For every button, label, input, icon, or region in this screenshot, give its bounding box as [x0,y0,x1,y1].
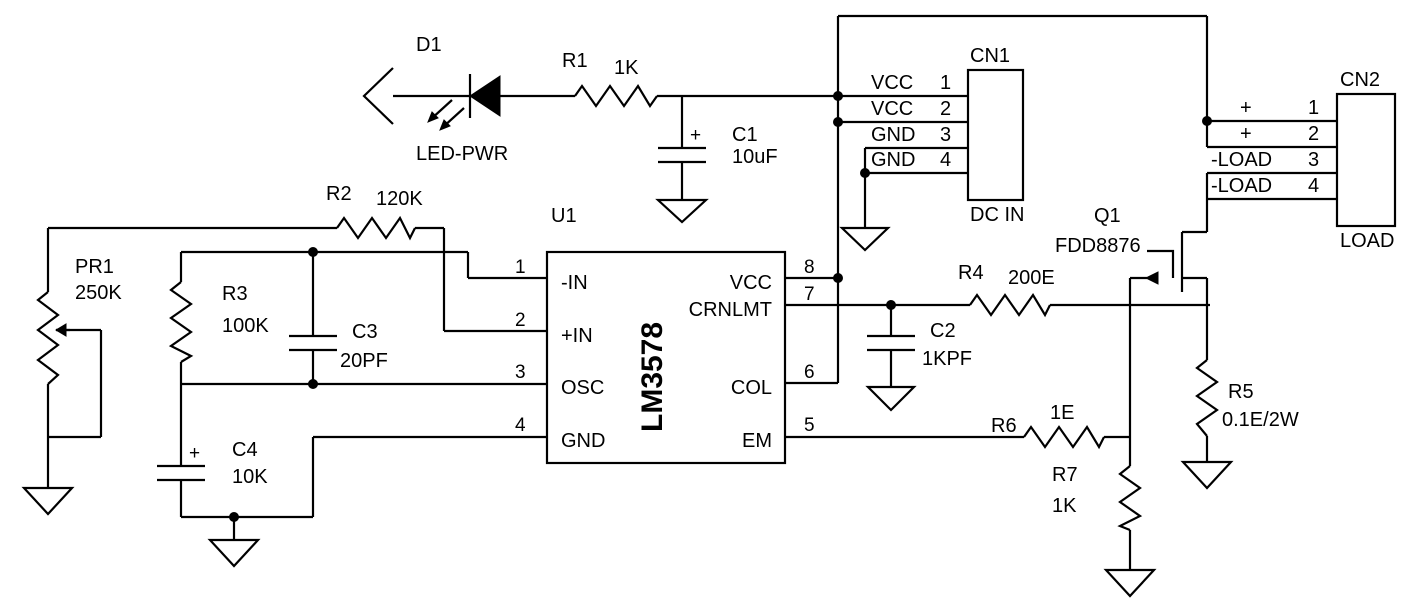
cn1-pin-num: 1 [940,72,951,94]
cn2-signal: -LOAD [1211,175,1272,197]
resistor-r4: R4 200E [958,262,1055,318]
u1-pin-name: +IN [561,325,593,347]
r7-value: 1K [1052,495,1077,517]
r5-ref: R5 [1228,381,1254,403]
r5-value: 0.1E/2W [1222,409,1299,431]
resistor-r6: R6 1E [991,402,1105,450]
u1-pin-name: OSC [561,377,604,399]
c2-value: 1KPF [922,348,972,370]
u1-pin-name: COL [731,377,772,399]
cn2-signal: + [1240,97,1252,119]
cn1-pin-num: 2 [940,98,951,120]
r4-ref: R4 [958,262,984,284]
c3-ref: C3 [352,321,378,343]
u1-pin-num: 1 [515,257,526,278]
u1-pin-name: CRNLMT [689,299,772,321]
ground-icon [839,226,891,252]
junction-dots [229,91,1212,522]
u1-pin-num: 4 [515,415,526,436]
u1-pin-num: 8 [804,257,815,278]
connector-cn1: CN1 DC IN VCC VCC GND GND 1 2 3 4 [871,45,1024,226]
u1-pin-num: 3 [515,362,526,383]
c1-ref: C1 [732,124,758,146]
potentiometer-pr1: PR1 250K [36,256,122,385]
capacitor-c2: C2 1KPF [867,320,972,370]
ground-icon [207,538,261,568]
resistor-r7: R7 1K [1052,464,1143,532]
r2-value: 120K [376,188,423,210]
d1-label: LED-PWR [416,143,508,165]
cn2-pin-num: 3 [1308,149,1319,171]
r1-ref: R1 [562,50,588,72]
u1-pin-name: EM [742,430,772,452]
u1-part: LM3578 [636,322,669,432]
cn2-pin-num: 1 [1308,97,1319,119]
cn1-pin-num: 3 [940,124,951,146]
c4-value: 10K [232,466,268,488]
q1-part: FDD8876 [1055,235,1141,257]
q1-ref: Q1 [1094,205,1121,227]
cn1-ref: CN1 [970,45,1010,67]
ground-icon [1103,568,1157,598]
resistor-r5: R5 0.1E/2W [1195,359,1299,437]
r2-ref: R2 [326,183,352,205]
capacitor-c1: + C1 10uF [658,124,778,168]
u1-pin-num: 5 [804,415,815,436]
led-d1: D1 LED-PWR [362,34,508,165]
r3-value: 100K [222,315,269,337]
capacitor-c3: C3 20PF [289,321,388,372]
d1-ref: D1 [416,34,442,56]
mosfet-q1: Q1 FDD8876 [1055,205,1207,292]
cn1-signal: VCC [871,72,913,94]
u1-pin-name: -IN [561,272,588,294]
c4-plus: + [189,443,200,464]
r6-value: 1E [1050,402,1074,424]
ic-u1: U1 LM3578 1 2 3 4 -IN +IN OSC GND 8 7 6 … [515,205,815,465]
ground-icon [1180,460,1234,490]
resistor-r2: R2 120K [326,183,423,241]
cn2-signal: -LOAD [1211,149,1272,171]
r6-ref: R6 [991,415,1017,437]
cn1-signal: GND [871,149,915,171]
pr1-ref: PR1 [75,256,114,278]
ground-icon [655,198,709,224]
resistor-r3: R3 100K [168,281,269,363]
r3-ref: R3 [222,283,248,305]
cn2-pin-num: 4 [1308,175,1319,197]
r7-ref: R7 [1052,464,1078,486]
wires [46,14,1337,570]
cn1-signal: VCC [871,98,913,120]
cn2-signal: + [1240,123,1252,145]
capacitor-c4: + C4 10K [157,439,268,488]
ground-icon [21,486,75,516]
ground-symbols [21,198,1234,598]
c1-value: 10uF [732,146,778,168]
u1-pin-name: VCC [730,272,772,294]
u1-pin-num: 7 [804,284,815,305]
u1-pin-num: 6 [804,362,815,383]
r1-value: 1K [614,57,639,79]
resistor-r1: R1 1K [562,50,658,109]
c2-ref: C2 [930,320,956,342]
cn2-pin-num: 2 [1308,123,1319,145]
c3-value: 20PF [340,350,388,372]
c1-plus: + [690,125,701,146]
u1-pin-name: GND [561,430,605,452]
u1-ref: U1 [551,205,577,227]
pr1-value: 250K [75,282,122,304]
cn1-signal: GND [871,124,915,146]
cn2-ref: CN2 [1340,69,1380,91]
cn2-name: LOAD [1340,230,1394,252]
u1-pin-num: 2 [515,310,526,331]
cn1-pin-num: 4 [940,149,951,171]
c4-ref: C4 [232,439,258,461]
r4-value: 200E [1008,267,1055,289]
connector-cn2: CN2 LOAD + + -LOAD -LOAD 1 2 3 4 [1211,69,1397,252]
cn1-name: DC IN [970,204,1024,226]
ground-icon [865,385,917,412]
